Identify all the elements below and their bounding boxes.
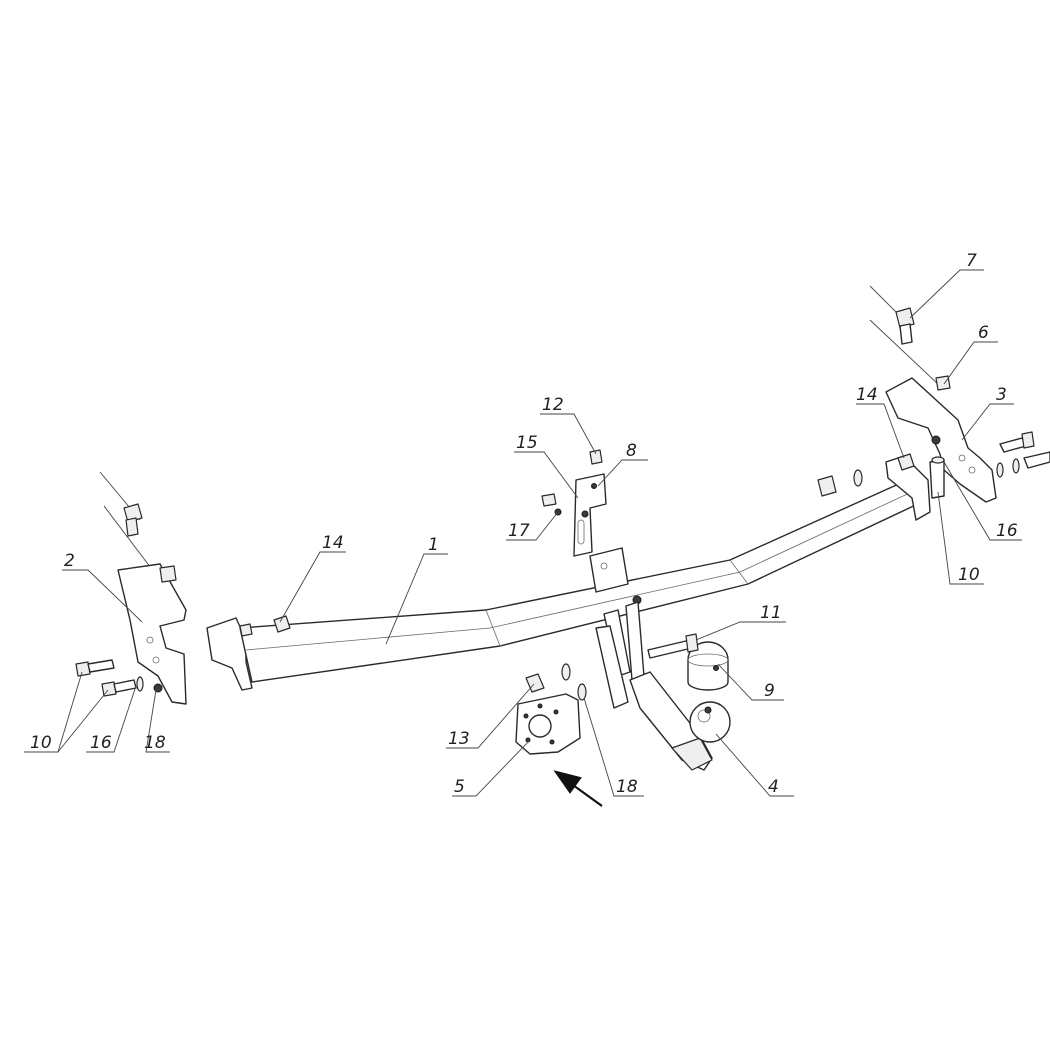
- pin-bolt: [647, 633, 699, 659]
- callout-16-right: 16: [996, 521, 1018, 541]
- callout-11: 11: [760, 603, 782, 623]
- loose-nuts: [817, 469, 863, 497]
- ball-mount: [595, 601, 731, 771]
- callout-9: 9: [764, 681, 775, 701]
- callout-4: 4: [768, 777, 779, 797]
- left-side-bracket: [75, 471, 187, 705]
- callout-18-right: 18: [616, 777, 638, 797]
- callout-7: 7: [966, 251, 977, 271]
- callout-15: 15: [516, 433, 538, 453]
- ball-cap: [687, 641, 729, 691]
- callout-3: 3: [996, 385, 1007, 405]
- center-mount-bracket: [589, 547, 642, 605]
- washers-18: [561, 663, 587, 701]
- callout-10-left: 10: [30, 733, 52, 753]
- callout-1: 1: [428, 535, 439, 555]
- callout-5: 5: [454, 777, 465, 797]
- callout-18-left: 18: [144, 733, 166, 753]
- callout-13: 13: [448, 729, 470, 749]
- callout-14-right: 14: [856, 385, 878, 405]
- leader-lines: [24, 269, 1022, 797]
- cross-beam: [206, 453, 931, 691]
- callout-2: 2: [64, 551, 75, 571]
- callout-12: 12: [542, 395, 564, 415]
- callout-17: 17: [508, 521, 530, 541]
- nut-13: [525, 673, 545, 693]
- direction-arrow: [553, 770, 603, 807]
- callout-labels: 1 2 3 4 5 6 7 8 9 10 10 11 12 13 14 14 1…: [30, 251, 1018, 797]
- callout-8: 8: [626, 441, 637, 461]
- callout-14-left: 14: [322, 533, 344, 553]
- small-bracket: [541, 449, 607, 557]
- right-side-bracket: [869, 285, 1050, 503]
- callout-16-left: 16: [90, 733, 112, 753]
- socket-plate: [515, 693, 581, 755]
- callout-10-right: 10: [958, 565, 980, 585]
- callout-6: 6: [978, 323, 989, 343]
